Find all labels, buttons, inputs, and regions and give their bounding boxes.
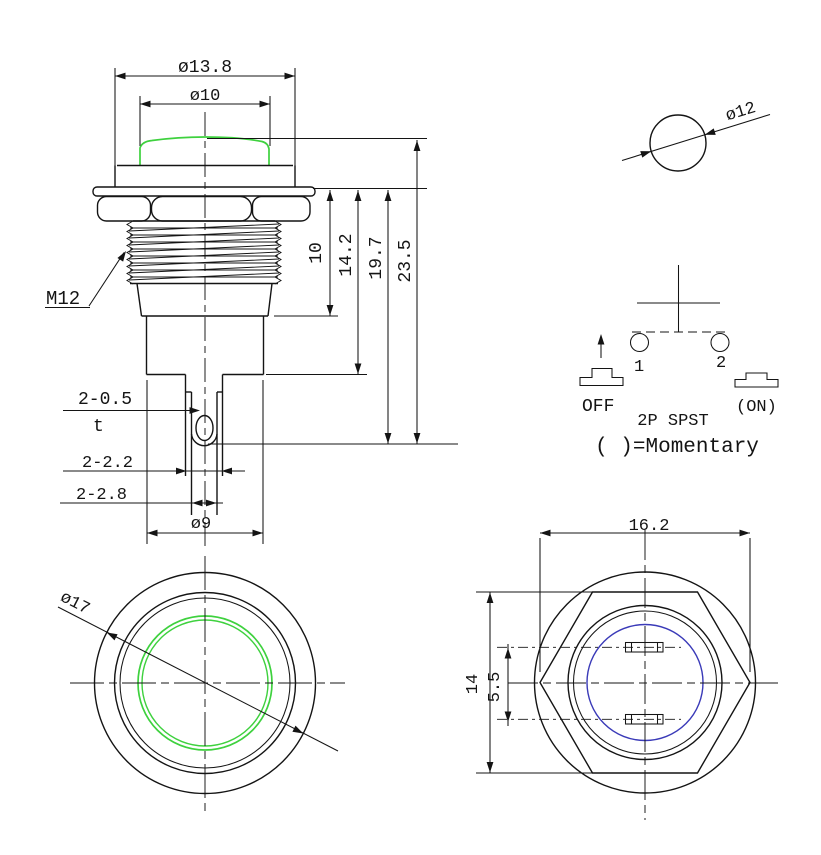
contact-1-label: 1	[634, 358, 644, 377]
dim-label-14-2: 14.2	[337, 233, 357, 276]
hex-nut-side	[96, 195, 311, 222]
on-position-symbol	[734, 372, 779, 388]
dim-label-diameter-10: ø10	[190, 87, 221, 106]
thread-section	[126, 220, 282, 285]
on-label: (ON)	[736, 398, 777, 417]
dim-label-23-5: 23.5	[396, 239, 416, 282]
contact-2	[710, 332, 730, 353]
dim-label-10: 10	[307, 242, 327, 264]
pin-thickness-callout: 2-0.5 t	[63, 390, 200, 437]
thread-callout: M12	[45, 249, 129, 310]
dim-label-14: 14	[464, 674, 483, 694]
dim-label-2-2-2: 2-2.2	[82, 454, 133, 473]
illuminated-dome-green	[139, 136, 270, 165]
front-view: ø17	[57, 556, 345, 812]
pin-width-dim: 2-2.2	[63, 454, 245, 475]
dim-label-t: t	[93, 417, 104, 437]
thread-size-label: M12	[46, 288, 80, 310]
rear-body-ring-inner	[572, 610, 718, 755]
hex-width-dim: 16.2	[539, 517, 751, 672]
rear-view: 16.2 14 5.5	[464, 517, 783, 820]
projection-circle	[649, 114, 707, 172]
side-view: ø13.8 ø10	[45, 58, 458, 548]
contact-1	[629, 332, 650, 353]
contact-2-label: 2	[716, 354, 726, 373]
circuit-diagram: 1 2 OFF (ON) 2P SPST ( )=Momentary	[579, 265, 779, 459]
terminal-curl	[190, 433, 218, 447]
dim-label-2-0-5: 2-0.5	[78, 390, 132, 410]
side-view-right-dimensions: 10 14.2 19.7 23.5	[208, 140, 458, 445]
dim-label-16-2: 16.2	[629, 517, 670, 536]
dim-label-5-5: 5.5	[486, 672, 505, 703]
momentary-note: ( )=Momentary	[595, 436, 759, 459]
terminal-pitch-dim: 5.5	[486, 644, 512, 726]
pin-inner-width-dim: 2-2.8	[60, 486, 223, 507]
hex-flats-dim: 14	[464, 591, 593, 774]
dim-label-diameter-9: ø9	[191, 515, 211, 534]
dim-label-diameter-13-8: ø13.8	[178, 58, 232, 78]
dim-label-2-2-8: 2-2.8	[76, 486, 127, 505]
switch-body	[130, 282, 278, 376]
dim-label-19-7: 19.7	[367, 236, 387, 279]
body-diameter-dim: ø9	[146, 380, 264, 544]
off-position-symbol	[579, 367, 624, 387]
switch-type-label: 2P SPST	[637, 412, 708, 431]
terminal-hole	[195, 414, 214, 442]
off-label: OFF	[582, 397, 614, 417]
